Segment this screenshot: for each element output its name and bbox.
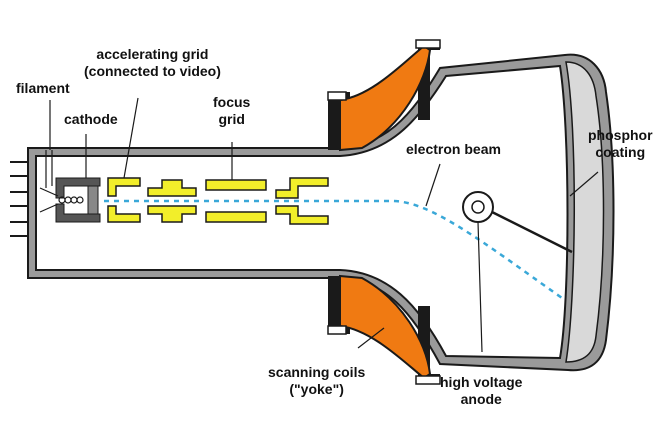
cathode-label: cathode <box>64 111 118 127</box>
high-voltage-anode <box>462 191 573 254</box>
tube-interior <box>35 64 569 360</box>
focus-grid <box>205 179 267 223</box>
phosphor-coating <box>565 61 605 363</box>
electron-beam-label: electron beam <box>406 141 501 157</box>
grid-electrode-2 <box>147 179 197 223</box>
grid-electrode-4 <box>275 177 329 225</box>
focus-grid-label: focus grid <box>213 94 251 127</box>
accelerating-grid-label: accelerating grid (connected to video) <box>84 46 221 79</box>
cathode <box>55 177 101 223</box>
leader-lines <box>49 97 599 353</box>
filament-label: filament <box>16 80 70 96</box>
anode-label: high voltage anode <box>440 374 523 407</box>
phosphor-coating-label: phosphor coating <box>588 127 653 160</box>
scanning-coils-label: scanning coils ("yoke") <box>268 364 366 397</box>
filament <box>39 150 84 213</box>
accelerating-grid <box>107 177 141 223</box>
scanning-coil-bottom <box>327 274 441 385</box>
base-pins <box>10 161 28 237</box>
scanning-coil-top <box>327 39 441 152</box>
